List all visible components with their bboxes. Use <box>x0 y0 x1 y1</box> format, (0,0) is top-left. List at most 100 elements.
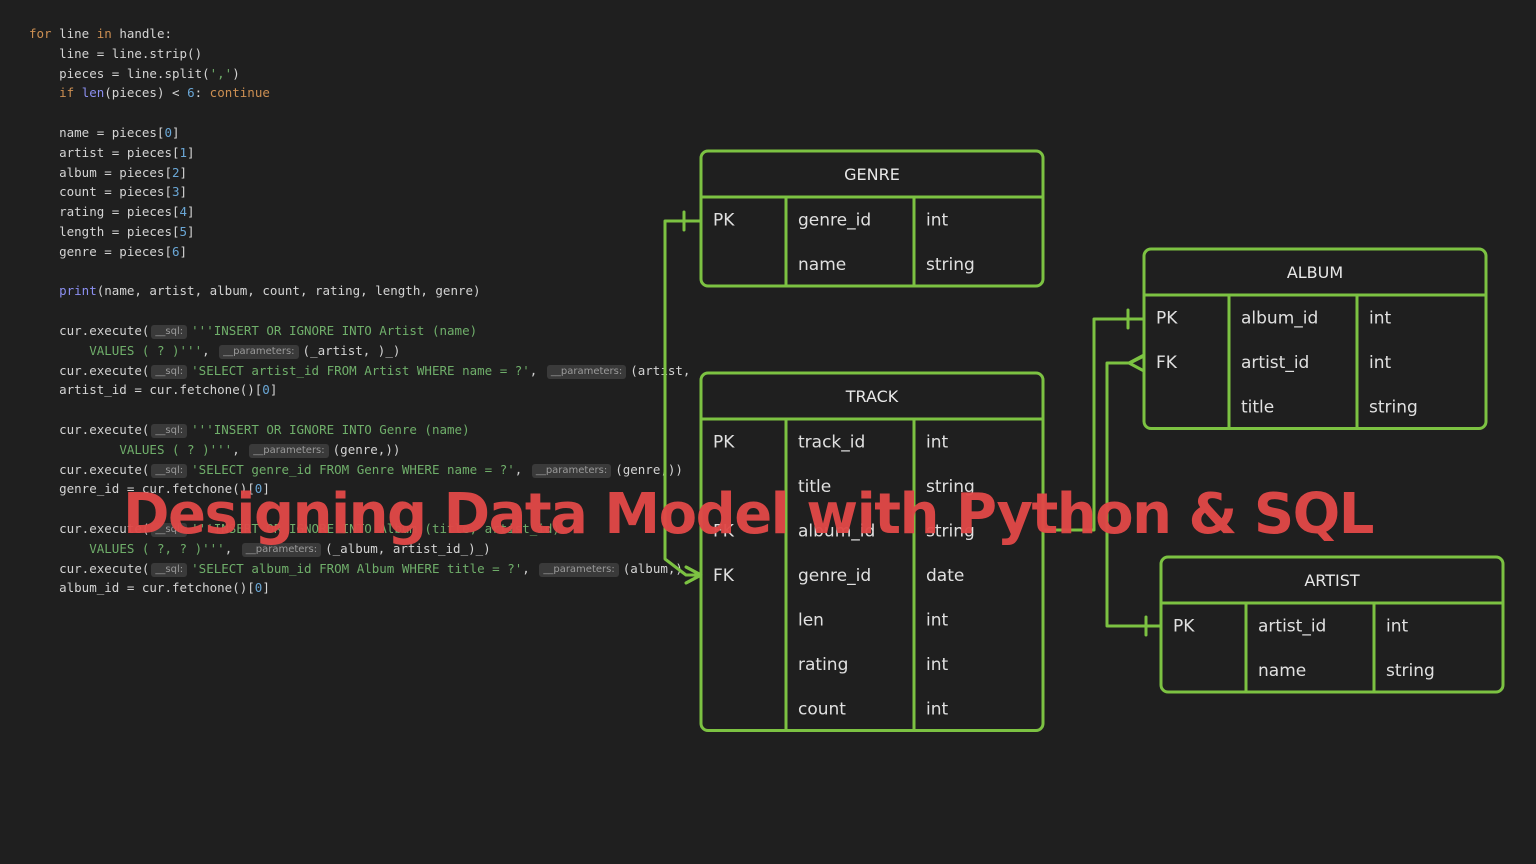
key-cell: PK <box>1173 616 1195 636</box>
code-token: , <box>202 342 218 358</box>
code-token: ] <box>179 243 188 259</box>
code-token: , <box>514 461 530 477</box>
code-token: '''INSERT OR IGNORE INTO Artist (name) <box>191 322 478 338</box>
field-name: title <box>798 477 831 497</box>
field-name: artist_id <box>1258 616 1326 636</box>
code-token: 'SELECT album_id FROM Album WHERE title … <box>191 560 523 576</box>
code-token: line <box>51 26 97 41</box>
code-token: ) <box>232 65 240 81</box>
key-cell: FK <box>713 521 735 541</box>
code-line: artist_id = cur.fetchone()[0] <box>29 380 690 400</box>
field-type: date <box>926 566 964 586</box>
code-line: count = pieces[3] <box>29 182 690 202</box>
crow-foot <box>685 565 703 585</box>
code-token: 'SELECT genre_id FROM Genre WHERE name =… <box>191 461 515 477</box>
code-token: 5 <box>179 223 188 239</box>
code-token: 0 <box>262 382 270 398</box>
entity-name: GENRE <box>844 165 900 184</box>
field-name: len <box>798 610 824 630</box>
code-line: artist = pieces[1] <box>29 143 690 163</box>
code-token: 0 <box>254 481 263 497</box>
code-token: , <box>529 362 545 378</box>
code-line: genre_id = cur.fetchone()[0] <box>29 479 690 499</box>
rel-genre-track <box>663 219 701 577</box>
field-name: album_id <box>798 521 875 541</box>
crow-foot <box>1128 361 1145 373</box>
parameter-hint: __sql: <box>151 423 188 438</box>
code-line: print(name, artist, album, count, rating… <box>29 281 690 301</box>
code-line: line = line.strip() <box>29 44 690 64</box>
code-token: 6 <box>172 243 180 259</box>
field-name: count <box>798 699 846 719</box>
code-token: ',' <box>209 65 233 81</box>
code-token: ] <box>187 223 195 239</box>
code-token: artist = pieces[ <box>29 144 180 160</box>
code-token: ] <box>262 481 270 497</box>
code-token: ] <box>179 164 188 180</box>
field-type: int <box>926 655 948 675</box>
parameter-hint: __parameters: <box>219 344 299 359</box>
code-token: VALUES ( ? )''' <box>119 441 233 457</box>
code-line: for line in handle: <box>29 24 690 44</box>
code-token: ] <box>172 124 180 140</box>
code-line: VALUES ( ? )''', __parameters:(genre,)) <box>29 440 690 460</box>
code-token: len <box>81 85 105 101</box>
field-type: string <box>926 521 975 541</box>
code-token: , <box>232 441 248 457</box>
field-type: string <box>1369 397 1418 417</box>
field-name: genre_id <box>798 210 871 230</box>
field-name: track_id <box>798 432 865 452</box>
code-token: 3 <box>172 184 180 200</box>
code-token: cur.execute( <box>29 461 150 477</box>
python-code-editor: for line in handle: line = line.strip() … <box>29 24 690 598</box>
code-token: line = line.strip() <box>29 45 203 61</box>
field-name: rating <box>798 655 848 675</box>
code-token: (artist, <box>630 362 691 378</box>
code-token: if <box>59 85 75 101</box>
entity-name: TRACK <box>845 387 899 406</box>
parameter-hint: __sql: <box>151 324 188 339</box>
code-line: if len(pieces) < 6: continue <box>29 83 690 103</box>
code-token: ] <box>187 204 195 220</box>
code-token: ] <box>179 184 188 200</box>
code-token: count = pieces[ <box>29 184 172 200</box>
code-token: VALUES ( ? )''' <box>89 342 203 358</box>
code-token: cur.execute( <box>29 322 150 338</box>
code-token: 6 <box>187 85 195 101</box>
overlay-title: Designing Data Model with Python & SQL <box>123 482 1374 547</box>
parameter-hint: __parameters: <box>249 443 329 458</box>
code-token: in <box>96 26 112 41</box>
code-line: cur.execute(__sql:'''INSERT OR IGNORE IN… <box>29 321 690 341</box>
field-name: album_id <box>1241 308 1318 328</box>
field-type: string <box>1386 661 1435 681</box>
entity-border <box>1142 247 1488 430</box>
parameter-hint: __sql: <box>151 463 188 478</box>
field-name: title <box>1241 397 1274 417</box>
code-token: (_album, artist_id_)_) <box>325 540 491 556</box>
field-type: int <box>926 432 948 452</box>
entity-border <box>699 371 1045 732</box>
code-line: cur.execute(__sql:'SELECT album_id FROM … <box>29 559 690 579</box>
code-token: , <box>522 560 538 576</box>
parameter-hint: __parameters: <box>546 364 627 379</box>
code-token: ] <box>269 382 278 398</box>
parameter-hint: __parameters: <box>531 463 612 478</box>
code-token: ] <box>187 144 195 160</box>
entity-name: ALBUM <box>1287 263 1343 282</box>
code-line: VALUES ( ?, ? )''', __parameters:(_album… <box>29 539 690 559</box>
code-token: (name, artist, album, count, rating, len… <box>96 283 481 299</box>
parameter-hint: __parameters: <box>241 542 322 557</box>
code-line: length = pieces[5] <box>29 222 690 242</box>
code-token: 2 <box>172 164 180 180</box>
code-line: pieces = line.split(',') <box>29 64 690 84</box>
code-token: cur.execute( <box>29 362 150 378</box>
code-token: (album,) <box>622 560 683 576</box>
code-token: continue <box>209 85 270 101</box>
parameter-hint: __sql: <box>151 364 188 379</box>
code-line: name = pieces[0] <box>29 123 690 143</box>
code-token: album_id = cur.fetchone()[ <box>29 580 255 596</box>
